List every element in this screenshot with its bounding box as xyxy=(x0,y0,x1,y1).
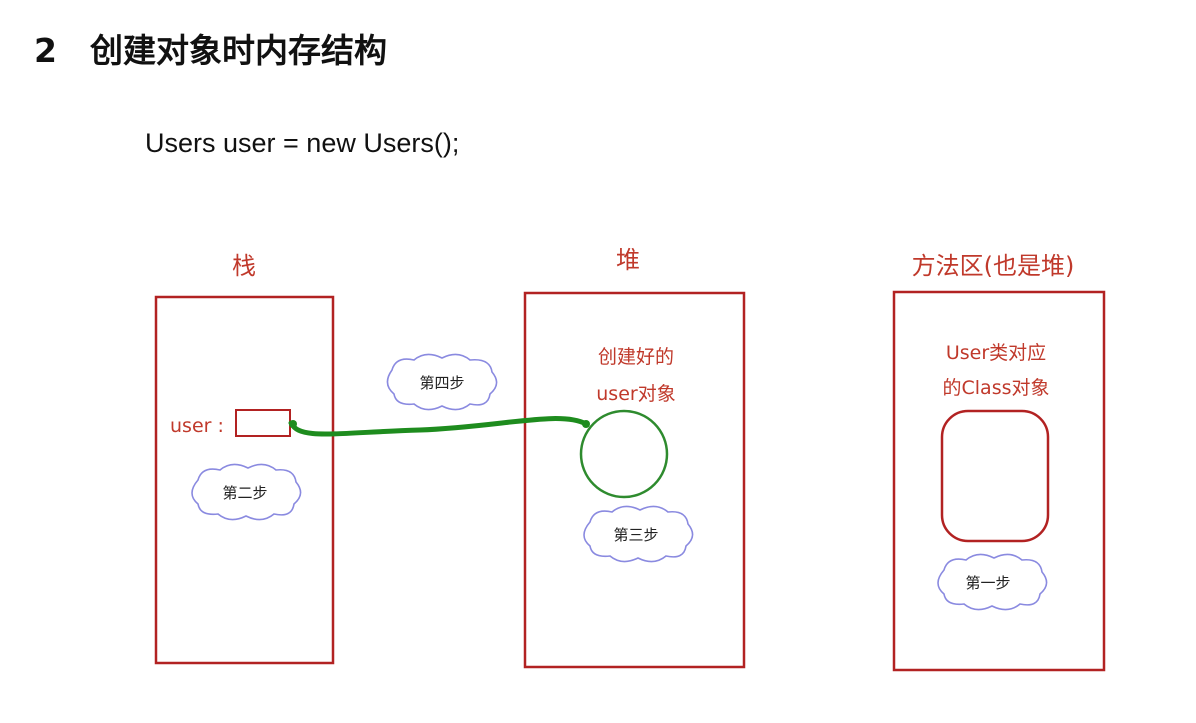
class-object-box xyxy=(940,409,1050,543)
heap-object-label-line1: 创建好的 xyxy=(598,346,674,368)
section-title: 创建对象时内存结构 xyxy=(90,31,387,70)
class-object-label-line2: 的Class对象 xyxy=(943,377,1050,399)
heap-object-label-line2: user对象 xyxy=(596,383,675,405)
method-area-box xyxy=(892,290,1106,672)
step3-cloud: 第三步 xyxy=(583,505,694,563)
cloud-shape xyxy=(386,353,498,411)
heap-box xyxy=(523,291,746,669)
class-object-label-line1: User类对应 xyxy=(946,342,1046,364)
section-heading: 2 创建对象时内存结构 xyxy=(34,24,387,72)
pointer-end-dot xyxy=(582,420,590,428)
user-reference-slot xyxy=(235,409,291,437)
cloud-shape xyxy=(937,553,1048,611)
cloud-shape xyxy=(583,505,694,563)
reference-pointer-line xyxy=(288,416,589,437)
code-statement: Users user = new Users(); xyxy=(145,128,460,158)
stack-title: 栈 xyxy=(232,252,256,280)
step3-label: 第三步 xyxy=(613,526,658,544)
step1-label: 第一步 xyxy=(965,574,1010,592)
step4-cloud: 第四步 xyxy=(386,353,498,411)
step2-label: 第二步 xyxy=(222,484,267,502)
step4-label: 第四步 xyxy=(419,374,464,392)
stack-box xyxy=(154,295,335,665)
section-number: 2 xyxy=(34,31,57,70)
heap-title: 堆 xyxy=(616,246,640,274)
step2-cloud: 第二步 xyxy=(191,463,302,521)
user-variable-label: user : xyxy=(170,415,224,437)
method-area-title: 方法区(也是堆) xyxy=(912,252,1075,280)
pointer-start-dot xyxy=(289,420,297,428)
step1-cloud: 第一步 xyxy=(937,553,1048,611)
cloud-shape xyxy=(191,463,302,521)
user-object-circle xyxy=(579,409,669,499)
